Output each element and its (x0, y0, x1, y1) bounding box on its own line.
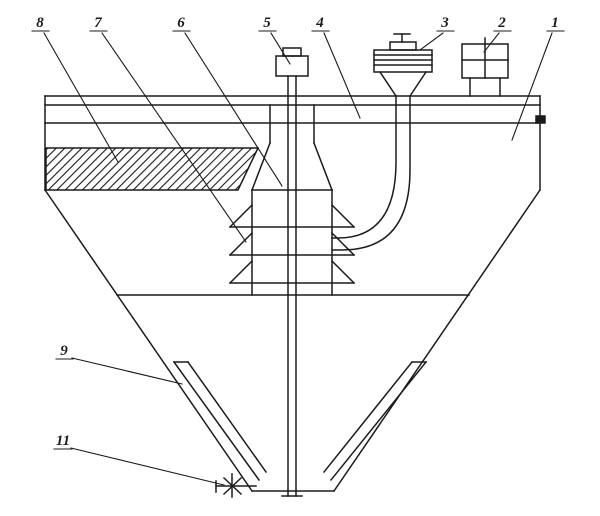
callout-part-9: 9 (55, 343, 183, 385)
drive-motor (373, 33, 433, 98)
leader-line-5 (270, 32, 291, 65)
callout-label-3: 3 (440, 15, 449, 31)
callout-label-11: 11 (56, 433, 70, 449)
drawing: 8 7 6 5 4 (31, 15, 565, 498)
feed-pipe (331, 95, 411, 251)
callout-part-1: 1 (511, 15, 565, 141)
screen-hatched-area (45, 147, 260, 191)
callout-part-7: 7 (89, 15, 247, 243)
callouts: 8 7 6 5 4 (31, 15, 565, 486)
callout-label-7: 7 (94, 15, 102, 31)
leader-line-1 (511, 32, 553, 141)
leader-line-6 (184, 32, 283, 187)
deflector-plates (228, 203, 356, 285)
callout-part-5: 5 (258, 15, 291, 65)
feed-box (461, 37, 509, 97)
leader-line-11 (70, 447, 225, 486)
leader-line-2 (483, 32, 500, 53)
leader-line-4 (323, 32, 361, 119)
callout-label-8: 8 (36, 15, 44, 31)
feedwell-column (251, 104, 333, 296)
callout-label-5: 5 (263, 15, 271, 31)
callout-label-1: 1 (551, 15, 559, 31)
callout-label-6: 6 (177, 15, 185, 31)
deck-nub (535, 115, 546, 124)
callout-label-2: 2 (497, 15, 506, 31)
leader-line-9 (71, 357, 183, 385)
callout-part-8: 8 (31, 15, 119, 163)
callout-part-2: 2 (483, 15, 512, 53)
inner-cone (172, 360, 428, 482)
tank-body (43, 188, 542, 493)
callout-part-4: 4 (311, 15, 361, 119)
callout-part-11: 11 (53, 433, 225, 486)
leader-line-7 (101, 32, 247, 243)
callout-label-4: 4 (315, 15, 324, 31)
center-shaft (275, 47, 309, 497)
tank-deck (44, 95, 546, 191)
leader-line-8 (43, 32, 119, 163)
leader-line-3 (419, 32, 444, 51)
callout-part-3: 3 (419, 15, 455, 51)
callout-part-6: 6 (172, 15, 283, 187)
callout-label-9: 9 (60, 343, 68, 359)
